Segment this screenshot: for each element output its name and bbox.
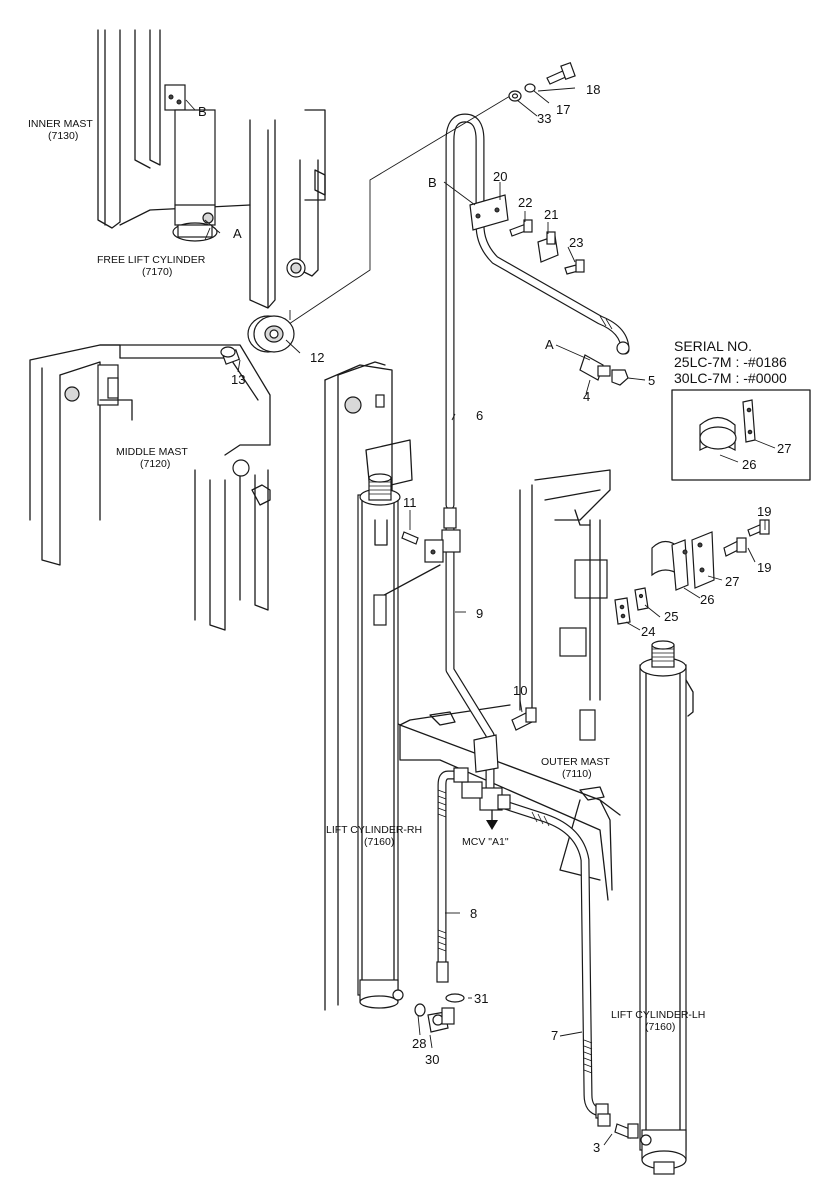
callout-28: 28 (412, 1036, 426, 1051)
callout-31: 31 (474, 991, 488, 1006)
callout-9: 9 (476, 606, 483, 621)
serial-title: SERIAL NO. (674, 338, 752, 354)
label-lift-cylinder-rh: LIFT CYLINDER-RH (326, 824, 422, 836)
ref-b-bracket: B (428, 175, 437, 190)
label-outer-mast-code: (7110) (562, 768, 592, 780)
label-mcv: MCV "A1" (462, 836, 509, 848)
callout-22: 22 (518, 195, 532, 210)
label-free-lift-cylinder: FREE LIFT CYLINDER (97, 254, 206, 266)
lift-cylinder-rh-drawing (357, 473, 404, 1009)
label-free-lift-cylinder-code: (7170) (142, 266, 172, 278)
serial-line-2: 30LC-7M : -#0000 (674, 370, 787, 386)
callout-33: 33 (537, 111, 551, 126)
component-labels: INNER MAST (7130) FREE LIFT CYLINDER (71… (28, 104, 705, 1033)
callout-18: 18 (586, 82, 600, 97)
serial-line-1: 25LC-7M : -#0186 (674, 354, 787, 370)
ref-a-fitting: A (545, 337, 554, 352)
callout-24: 24 (641, 624, 655, 639)
callout-17: 17 (556, 102, 570, 117)
inner-mast-drawing (97, 29, 326, 309)
callout-19-lower: 19 (757, 560, 771, 575)
callout-12: 12 (310, 350, 324, 365)
label-middle-mast: MIDDLE MAST (116, 446, 188, 458)
callout-26: 26 (700, 592, 714, 607)
serial-number-inset (671, 389, 811, 481)
callout-21: 21 (544, 207, 558, 222)
label-inner-mast-code: (7130) (48, 130, 78, 142)
label-lift-cylinder-lh: LIFT CYLINDER-LH (611, 1009, 705, 1021)
callout-27: 27 (725, 574, 739, 589)
callout-11: 11 (403, 495, 417, 510)
serial-number-text: SERIAL NO. 25LC-7M : -#0186 30LC-7M : -#… (674, 338, 787, 386)
callout-3: 3 (593, 1140, 600, 1155)
label-lift-cylinder-lh-code: (7160) (645, 1021, 675, 1033)
callout-13: 13 (231, 372, 245, 387)
callout-26-inset: 26 (742, 457, 756, 472)
label-middle-mast-code: (7120) (140, 458, 170, 470)
callout-10: 10 (513, 683, 527, 698)
ref-b-inner-mast: B (198, 104, 207, 119)
part-callouts: 3 4 5 6 7 8 9 10 11 12 13 17 18 19 19 20… (231, 82, 791, 1155)
callout-25: 25 (664, 609, 678, 624)
callout-8: 8 (470, 906, 477, 921)
label-outer-mast: OUTER MAST (541, 756, 610, 768)
leader-lines (185, 87, 776, 1146)
callout-5: 5 (648, 373, 655, 388)
label-inner-mast: INNER MAST (28, 118, 93, 130)
label-lift-cylinder-rh-code: (7160) (364, 836, 394, 848)
callout-30: 30 (425, 1052, 439, 1067)
middle-mast-drawing (29, 344, 271, 631)
callout-27-inset: 27 (777, 441, 791, 456)
callout-6: 6 (476, 408, 483, 423)
callout-4: 4 (583, 389, 590, 404)
callout-23: 23 (569, 235, 583, 250)
hose-braid-marks (437, 315, 613, 1074)
fittings (220, 61, 770, 1139)
ref-a-free-lift: A (233, 226, 242, 241)
outer-mast-drawing (324, 361, 621, 1011)
callout-7: 7 (551, 1028, 558, 1043)
lift-cylinder-lh-drawing (639, 640, 694, 1175)
callout-20: 20 (493, 169, 507, 184)
callout-19-upper: 19 (757, 504, 771, 519)
